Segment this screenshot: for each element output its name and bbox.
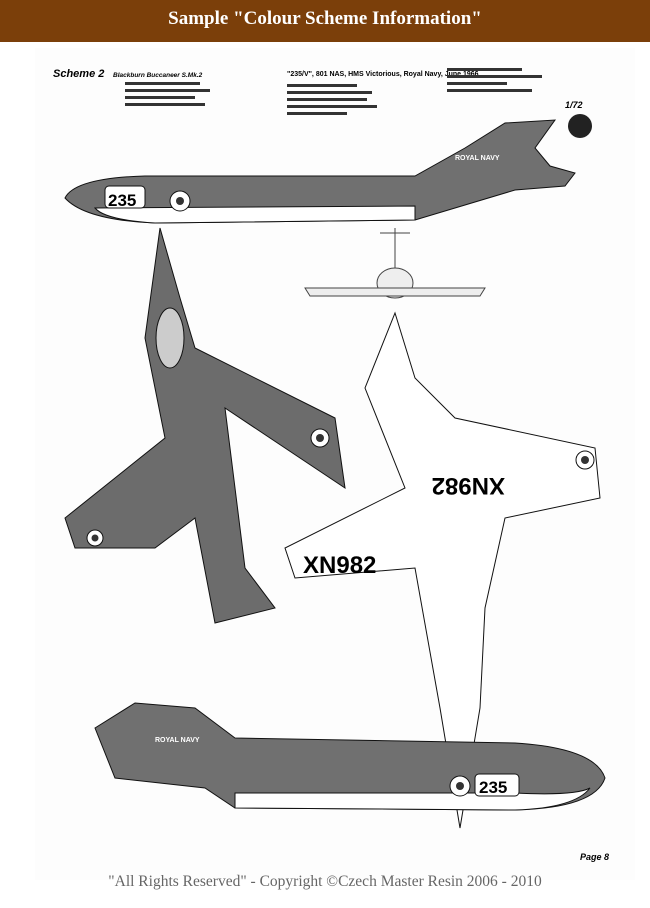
serial-upper: 235 — [108, 191, 136, 210]
scale-label: 1/72 — [565, 100, 583, 110]
royal-navy-lower: ROYAL NAVY — [155, 737, 200, 744]
royal-navy-upper: ROYAL NAVY — [455, 155, 500, 162]
registration-wing-inverted: XN982 — [432, 472, 505, 499]
page-header: Sample "Colour Scheme Information" — [0, 0, 650, 42]
aircraft-drawings: Scheme 2 Blackburn Buccaneer S.Mk.2 "235… — [53, 68, 609, 862]
aircraft-subtitle: Blackburn Buccaneer S.Mk.2 — [113, 72, 203, 79]
serial-lower: 235 — [479, 778, 507, 797]
page-number: Page 8 — [580, 852, 609, 862]
registration-wing: XN982 — [303, 552, 376, 579]
unit-description: "235/V", 801 NAS, HMS Victorious, Royal … — [287, 71, 479, 78]
colour-scheme-illustration: Scheme 2 Blackburn Buccaneer S.Mk.2 "235… — [35, 48, 635, 880]
page-title: Sample "Colour Scheme Information" — [168, 8, 482, 29]
copyright-footer: "All Rights Reserved" - Copyright ©Czech… — [108, 873, 542, 890]
front-view — [304, 228, 486, 299]
side-view-lower: ROYAL NAVY 235 — [94, 702, 606, 811]
cmr-logo — [568, 114, 592, 138]
side-view-upper: 235 ROYAL NAVY — [64, 119, 576, 224]
scheme-label: Scheme 2 — [53, 68, 104, 80]
top-view — [64, 227, 346, 624]
